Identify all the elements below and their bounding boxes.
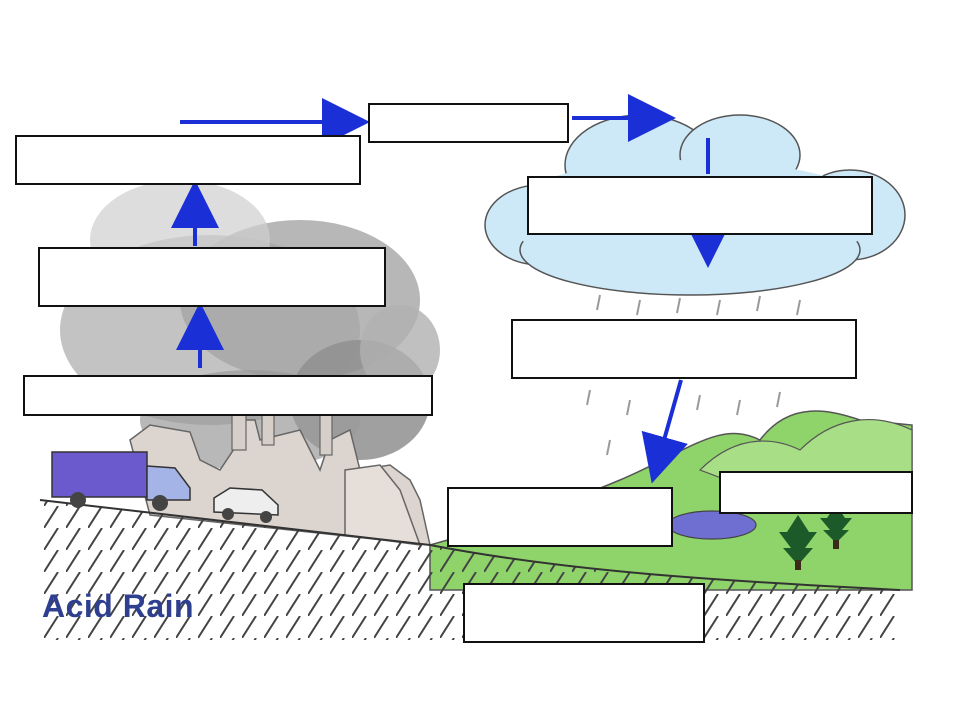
label-box-ground[interactable] (463, 583, 705, 643)
label-box-hills[interactable] (719, 471, 913, 514)
truck (51, 451, 191, 511)
label-box-rain[interactable] (511, 319, 857, 379)
label-box-lake[interactable] (447, 487, 673, 547)
lake (667, 510, 757, 540)
label-box-emissions-source[interactable] (23, 375, 433, 416)
label-box-smoke-middle[interactable] (38, 247, 386, 307)
car (213, 487, 279, 523)
label-box-emissions-top[interactable] (15, 135, 361, 185)
label-box-cloud[interactable] (527, 176, 873, 235)
factory (129, 404, 431, 546)
label-box-top-center[interactable] (368, 103, 569, 143)
flow-arrows (171, 94, 732, 484)
arrow-down-rain (641, 379, 688, 484)
trees (779, 505, 852, 570)
diagram-title: Acid Rain (42, 588, 195, 624)
